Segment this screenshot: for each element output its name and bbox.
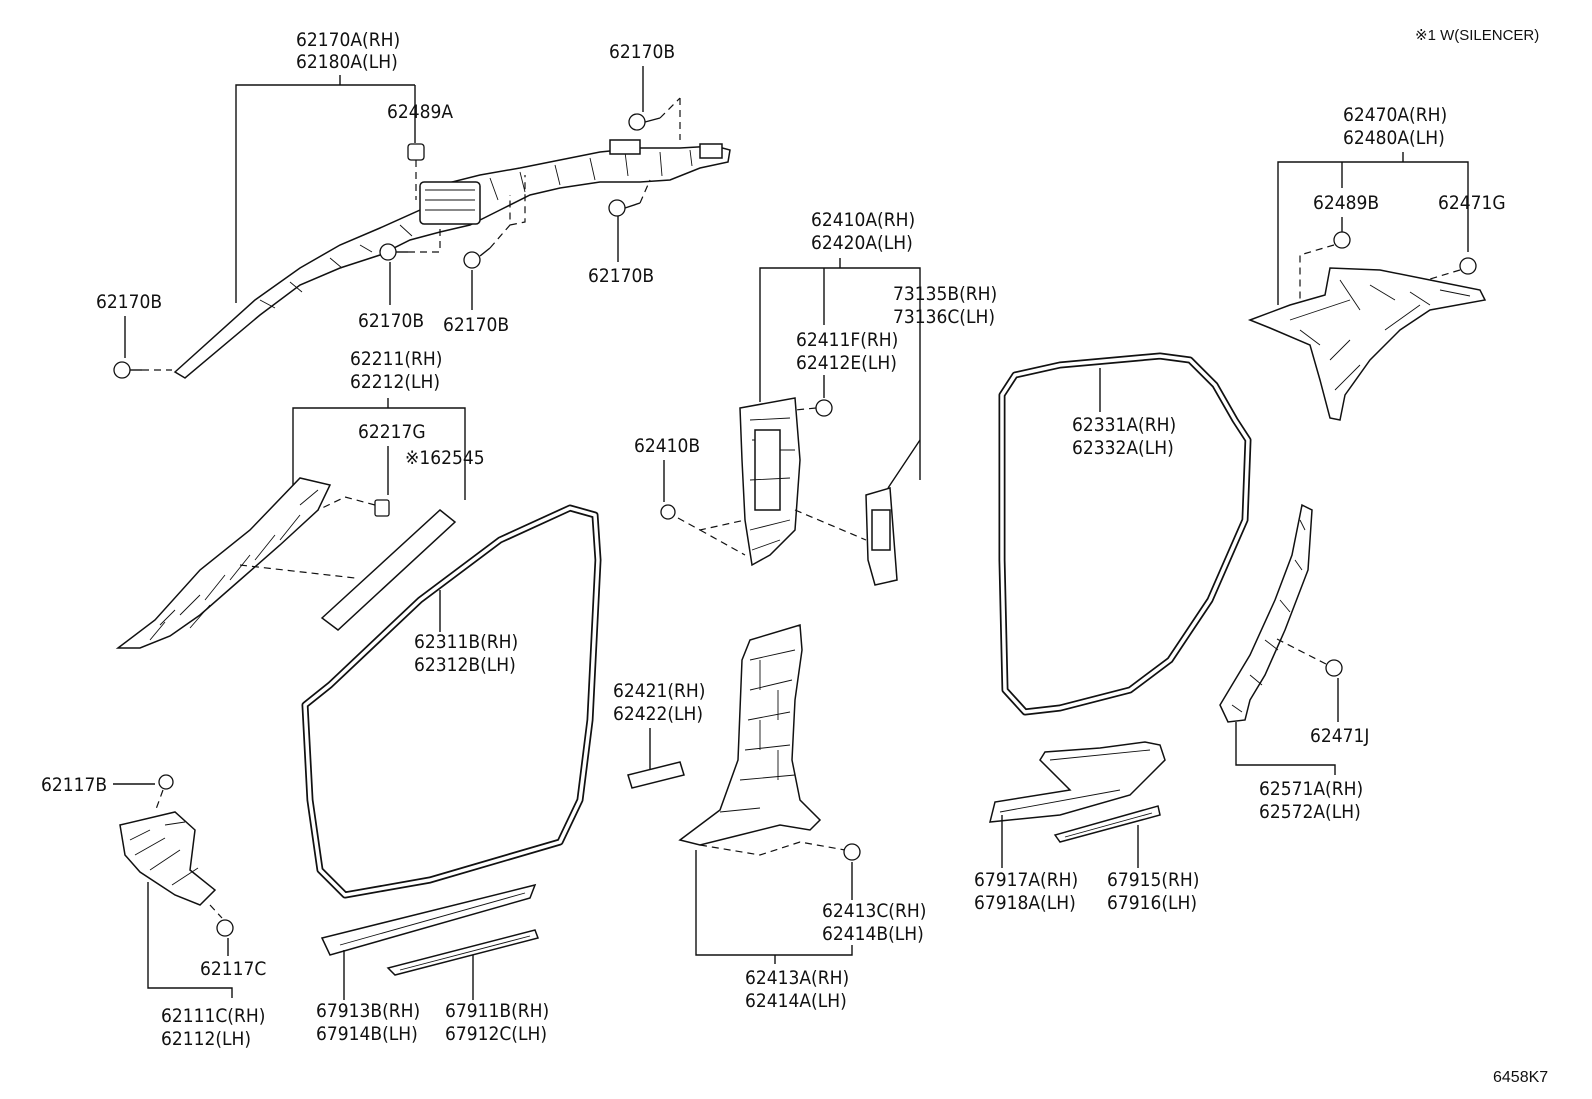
front-door-scuff-plate-part[interactable] [320, 883, 537, 956]
bolt-62170B-center2[interactable] [463, 175, 526, 269]
label-62111C: 62111C(RH) [161, 1005, 265, 1027]
pillar-trim-piece-62421-part[interactable] [627, 761, 685, 789]
roof-side-inner-garnish-part[interactable] [1219, 503, 1313, 723]
front-door-weatherstrip-part[interactable] [301, 504, 602, 899]
label-62170B-center2: 62170B [443, 314, 509, 336]
clip-62489B[interactable] [1299, 231, 1351, 300]
label-73136C: 73136C(LH) [893, 306, 995, 328]
curtain-shield-airbag-part[interactable] [173, 139, 731, 379]
label-62571A: 62571A(RH) [1259, 778, 1363, 800]
front-door-scuff-cover-part[interactable] [386, 929, 539, 976]
label-73135B: 73135B(RH) [893, 283, 997, 305]
clip-62471J[interactable] [1274, 637, 1343, 677]
label-62117B: 62117B [41, 774, 107, 796]
label-62471J: 62471J [1310, 725, 1369, 747]
diagram-code: 6458K7 [1493, 1069, 1548, 1086]
bolt-62170B-top[interactable] [628, 97, 681, 140]
front-pillar-garnish-part[interactable] [115, 477, 332, 649]
bolt-62170B-right[interactable] [608, 179, 651, 217]
label-62331A: 62331A(RH) [1072, 414, 1176, 436]
cowl-side-trim-part[interactable] [119, 811, 217, 906]
label-62170B-right: 62170B [588, 265, 654, 287]
label-62413C: 62413C(RH) [822, 900, 926, 922]
center-pillar-upper-garnish-part[interactable] [739, 397, 801, 567]
label-67914B: 67914B(LH) [316, 1023, 418, 1045]
clip-62117B[interactable] [154, 774, 174, 813]
leader-62470A [1277, 152, 1469, 305]
leader-62571A [1235, 722, 1336, 775]
label-67918A: 67918A(LH) [974, 892, 1076, 914]
clip-62471G[interactable] [1419, 257, 1477, 283]
label-62170B-left: 62170B [96, 291, 162, 313]
label-62412E: 62412E(LH) [796, 352, 897, 374]
label-62332A: 62332A(LH) [1072, 437, 1174, 459]
label-62410A: 62410A(RH) [811, 209, 915, 231]
label-62170A: 62170A(RH) [296, 29, 400, 51]
label-62180A: 62180A(LH) [296, 51, 398, 73]
label-62411F: 62411F(RH) [796, 329, 898, 351]
center-pillar-lower-garnish-part[interactable] [678, 624, 846, 856]
leader-62413A [695, 850, 853, 956]
label-62410B: 62410B [634, 435, 700, 457]
label-62489A: 62489A [387, 101, 453, 123]
bolt-62170B-center1[interactable] [379, 225, 441, 261]
clip-62410B[interactable] [660, 504, 746, 556]
leader-62410A [759, 258, 921, 480]
clip-62411F[interactable] [794, 399, 833, 417]
label-67912C: 67912C(LH) [445, 1023, 547, 1045]
label-62470A: 62470A(RH) [1343, 104, 1447, 126]
label-67917A: 67917A(RH) [974, 869, 1078, 891]
label-62421: 62421(RH) [613, 680, 705, 702]
label-62572A: 62572A(LH) [1259, 801, 1361, 823]
label-62212: 62212(LH) [350, 371, 440, 393]
rear-door-weatherstrip-part[interactable] [998, 352, 1252, 716]
clip-62117C[interactable] [209, 904, 234, 937]
label-67913B: 67913B(RH) [316, 1000, 420, 1022]
rear-door-scuff-cover-part[interactable] [1053, 805, 1161, 843]
label-62414B: 62414B(LH) [822, 923, 924, 945]
label-62217G: 62217G [358, 421, 426, 443]
label-62422: 62422(LH) [613, 703, 703, 725]
label-62311B: 62311B(RH) [414, 631, 518, 653]
label-62112: 62112(LH) [161, 1028, 251, 1050]
label-62117C: 62117C [200, 958, 266, 980]
label-62420A: 62420A(LH) [811, 232, 913, 254]
label-62471G: 62471G [1438, 192, 1506, 214]
label-62211: 62211(RH) [350, 348, 442, 370]
rear-roof-side-garnish-part[interactable] [1247, 267, 1487, 421]
rear-door-scuff-plate-part[interactable] [989, 741, 1166, 823]
label-62489B: 62489B [1313, 192, 1379, 214]
label-62312B: 62312B(LH) [414, 654, 516, 676]
label-62413A: 62413A(RH) [745, 967, 849, 989]
leader-62211 [292, 398, 466, 500]
silencer-62545-part[interactable] [239, 509, 457, 631]
label-62170B-center1: 62170B [358, 310, 424, 332]
bolt-62170B-left[interactable] [113, 361, 172, 379]
clip-62413C[interactable] [843, 843, 861, 861]
label-67911B: 67911B(RH) [445, 1000, 549, 1022]
label-62480A: 62480A(LH) [1343, 127, 1445, 149]
label-62545: ※162545 [405, 447, 485, 469]
label-67915: 67915(RH) [1107, 869, 1199, 891]
clip-62489A[interactable] [407, 143, 425, 200]
label-62414A: 62414A(LH) [745, 990, 847, 1012]
seat-belt-anchor-cover-part[interactable] [794, 439, 921, 586]
label-62170B-top: 62170B [609, 41, 675, 63]
silencer-note: ※1 W(SILENCER) [1415, 27, 1539, 44]
leader-62111C [147, 882, 233, 998]
clip-62217G[interactable] [317, 496, 390, 517]
leader-62170A [235, 75, 416, 303]
label-67916: 67916(LH) [1107, 892, 1197, 914]
